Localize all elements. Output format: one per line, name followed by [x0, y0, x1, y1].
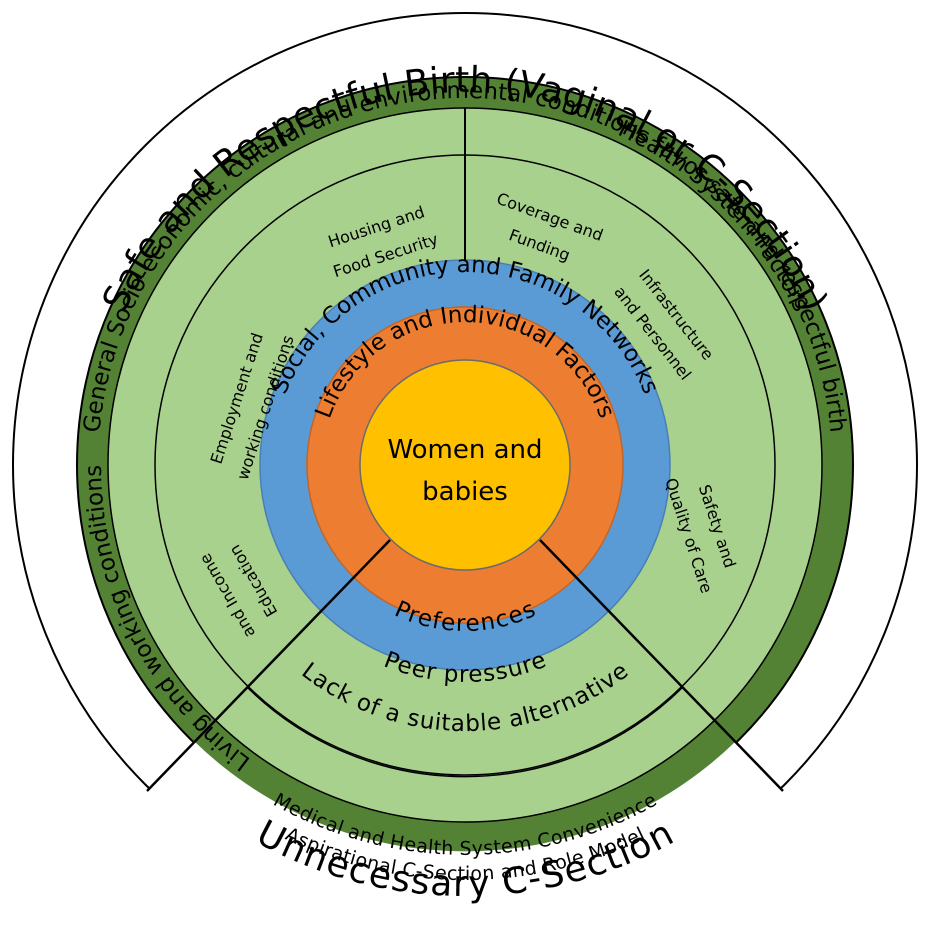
divider-right-outer: [539, 539, 784, 792]
center-circle: [359, 359, 571, 571]
divider-left-outer: [146, 539, 391, 792]
bottom-segment-arc: [246, 686, 684, 778]
center-line-2: babies: [422, 477, 508, 507]
center-line-1: Women and: [387, 435, 542, 465]
